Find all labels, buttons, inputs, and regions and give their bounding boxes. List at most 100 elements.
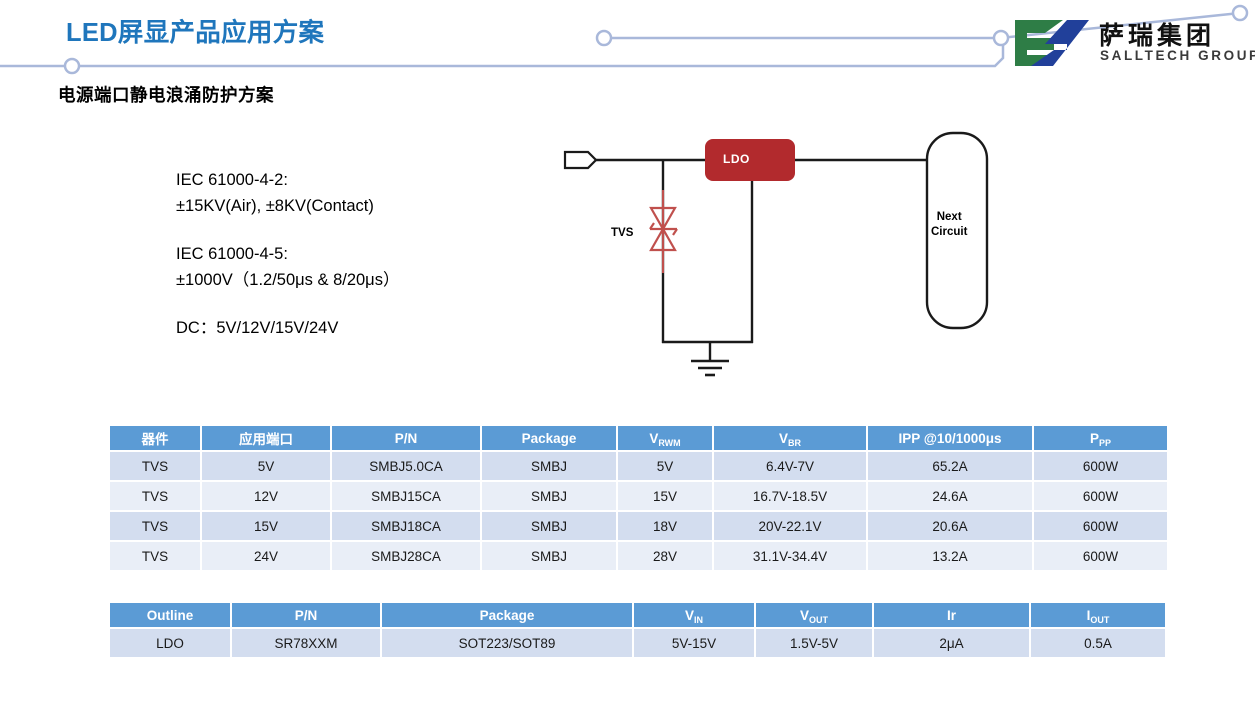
column-header-text: Package — [521, 430, 577, 446]
column-header: IOUT — [1031, 603, 1165, 627]
company-logo: 萨瑞集团 SALLTECH GROUP — [1013, 16, 1255, 72]
spec-line: ±1000V（1.2/50μs & 8/20μs） — [176, 271, 400, 289]
salltech-logo-mark — [1015, 20, 1089, 66]
logo-name-cn: 萨瑞集团 — [1099, 22, 1216, 50]
column-header-text: 应用端口 — [239, 432, 293, 447]
tvs-label: TVS — [611, 227, 634, 239]
ground-icon — [691, 359, 729, 377]
logo-name-en: SALLTECH GROUP — [1100, 48, 1255, 63]
table-cell: TVS — [110, 482, 200, 510]
column-header: 应用端口 — [202, 426, 330, 450]
table-cell: SMBJ — [482, 482, 616, 510]
column-header: P/N — [232, 603, 380, 627]
table-cell: TVS — [110, 452, 200, 480]
table-cell: 16.7V-18.5V — [714, 482, 866, 510]
column-header: IPP @10/1000μs — [868, 426, 1032, 450]
table-cell: 0.5A — [1031, 629, 1165, 657]
column-header-text: Package — [479, 607, 535, 623]
column-header-text: P/N — [394, 430, 418, 446]
column-header-text: I — [1086, 607, 1091, 623]
column-header-text: 器件 — [141, 432, 169, 447]
table-cell: SMBJ — [482, 542, 616, 570]
spec-line: IEC 61000-4-5: — [176, 245, 288, 263]
next-circuit-line2: Circuit — [931, 226, 968, 238]
next-circuit-label: Next Circuit — [931, 210, 967, 240]
table-cell: 600W — [1034, 542, 1167, 570]
circuit-svg — [563, 131, 989, 377]
circuit-diagram: TVS LDO Next Circuit — [555, 128, 1025, 383]
table-cell: SMBJ18CA — [332, 512, 480, 540]
next-circuit-line1: Next — [936, 211, 962, 223]
ldo-label: LDO — [723, 152, 750, 166]
table-cell: 6.4V-7V — [714, 452, 866, 480]
table-cell: 600W — [1034, 512, 1167, 540]
section-title: 电源端口静电浪涌防护方案 — [58, 85, 274, 105]
table-cell: 65.2A — [868, 452, 1032, 480]
page-title: LED屏显产品应用方案 — [66, 19, 325, 47]
table-cell: 15V — [618, 482, 712, 510]
table-cell: SMBJ15CA — [332, 482, 480, 510]
column-header-text: P — [1089, 430, 1099, 446]
table-cell: 5V — [202, 452, 330, 480]
column-header-text: V — [799, 607, 809, 623]
table-cell: 13.2A — [868, 542, 1032, 570]
column-header: VRWM — [618, 426, 712, 450]
column-header: VIN — [634, 603, 754, 627]
column-header-text: Ir — [946, 607, 956, 623]
table-cell: SMBJ5.0CA — [332, 452, 480, 480]
spec-group: DC：5V/12V/15V/24V — [176, 315, 399, 341]
table-cell: SMBJ — [482, 452, 616, 480]
column-header-text: Outline — [146, 607, 194, 623]
column-header-text: IPP @10/1000μs — [898, 430, 1002, 446]
input-terminal-icon — [563, 150, 598, 170]
column-header-text: V — [649, 430, 659, 446]
table-cell: 31.1V-34.4V — [714, 542, 866, 570]
table-cell: TVS — [110, 512, 200, 540]
column-header-subscript: PP — [1099, 437, 1112, 448]
column-header-text: P/N — [294, 607, 318, 623]
table-cell: LDO — [110, 629, 230, 657]
column-header: 器件 — [110, 426, 200, 450]
table-cell: 600W — [1034, 482, 1167, 510]
column-header-subscript: OUT — [1090, 614, 1110, 625]
spec-line: ±15KV(Air), ±8KV(Contact) — [176, 197, 374, 215]
table-cell: 5V-15V — [634, 629, 754, 657]
table-cell: 1.5V-5V — [756, 629, 872, 657]
spec-line: DC：5V/12V/15V/24V — [176, 319, 339, 337]
table-cell: SR78XXM — [232, 629, 380, 657]
table-cell: 24V — [202, 542, 330, 570]
table-cell: 600W — [1034, 452, 1167, 480]
table-cell: TVS — [110, 542, 200, 570]
table-cell: SMBJ28CA — [332, 542, 480, 570]
spec-line: IEC 61000-4-2: — [176, 171, 288, 189]
column-header-subscript: RWM — [658, 437, 681, 448]
column-header: Package — [482, 426, 616, 450]
column-header: Ir — [874, 603, 1029, 627]
ldo-block — [705, 139, 795, 181]
column-header-subscript: IN — [694, 614, 703, 625]
table-cell: 24.6A — [868, 482, 1032, 510]
column-header-text: V — [684, 607, 694, 623]
column-header-subscript: OUT — [809, 614, 828, 625]
tvs-diode-icon — [649, 190, 678, 273]
column-header-subscript: BR — [788, 437, 801, 448]
spec-group: IEC 61000-4-5: ±1000V（1.2/50μs & 8/20μs） — [176, 241, 399, 293]
table-cell: 18V — [618, 512, 712, 540]
table-cell: 20.6A — [868, 512, 1032, 540]
column-header: P/N — [332, 426, 480, 450]
column-header-text: V — [778, 430, 788, 446]
table-cell: 20V-22.1V — [714, 512, 866, 540]
column-header: VBR — [714, 426, 866, 450]
column-header: Outline — [110, 603, 230, 627]
table-cell: SMBJ — [482, 512, 616, 540]
